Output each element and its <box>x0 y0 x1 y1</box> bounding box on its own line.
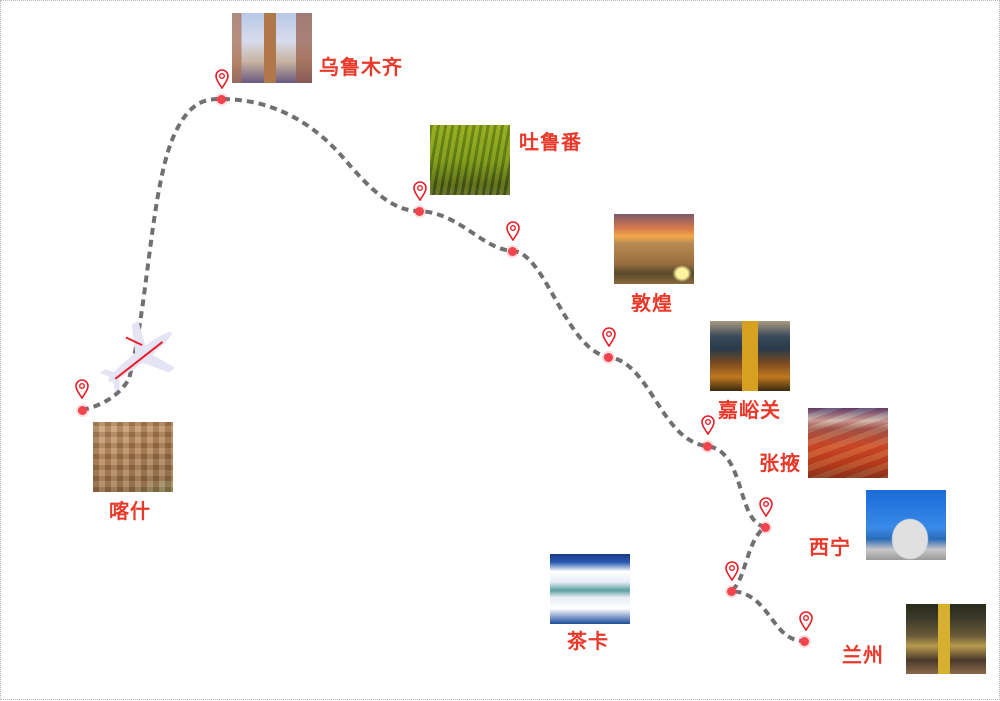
route-point <box>415 207 424 216</box>
stop-label: 喀什 <box>109 499 151 523</box>
stop-label: 西宁 <box>809 535 851 559</box>
zhangye-photo <box>808 408 888 478</box>
xining-photo <box>866 490 946 560</box>
route-point <box>217 95 226 104</box>
dunhuang-photo <box>614 214 694 284</box>
chaka-photo <box>550 554 630 624</box>
stop-label: 吐鲁番 <box>519 130 582 154</box>
route-point <box>508 247 517 256</box>
stop-label: 兰州 <box>842 643 884 667</box>
route-point <box>727 587 736 596</box>
map-pin-icon <box>759 497 773 517</box>
airplane-icon <box>100 320 176 392</box>
map-pin-icon <box>602 327 616 347</box>
turpan-photo <box>430 125 510 195</box>
map-pin-icon <box>75 379 89 399</box>
map-pin-icon <box>725 561 739 581</box>
jiayuguan-photo <box>710 321 790 391</box>
stop-label: 张掖 <box>759 451 801 475</box>
map-pin-icon <box>215 69 229 89</box>
kashgar-photo <box>93 422 173 492</box>
map-pin-icon <box>701 415 715 435</box>
route-point <box>604 353 613 362</box>
map-pin-icon <box>413 181 427 201</box>
stop-label: 乌鲁木齐 <box>319 55 403 79</box>
stop-label: 敦煌 <box>631 291 673 315</box>
stop-label: 茶卡 <box>567 629 609 653</box>
route-point <box>703 442 712 451</box>
map-pin-icon <box>506 221 520 241</box>
lanzhou-photo <box>906 604 986 674</box>
stop-label: 嘉峪关 <box>718 398 781 422</box>
route-point <box>761 523 770 532</box>
map-pin-icon <box>799 611 813 631</box>
route-point <box>800 637 809 646</box>
route-point <box>78 406 87 415</box>
urumqi-photo <box>232 13 312 83</box>
